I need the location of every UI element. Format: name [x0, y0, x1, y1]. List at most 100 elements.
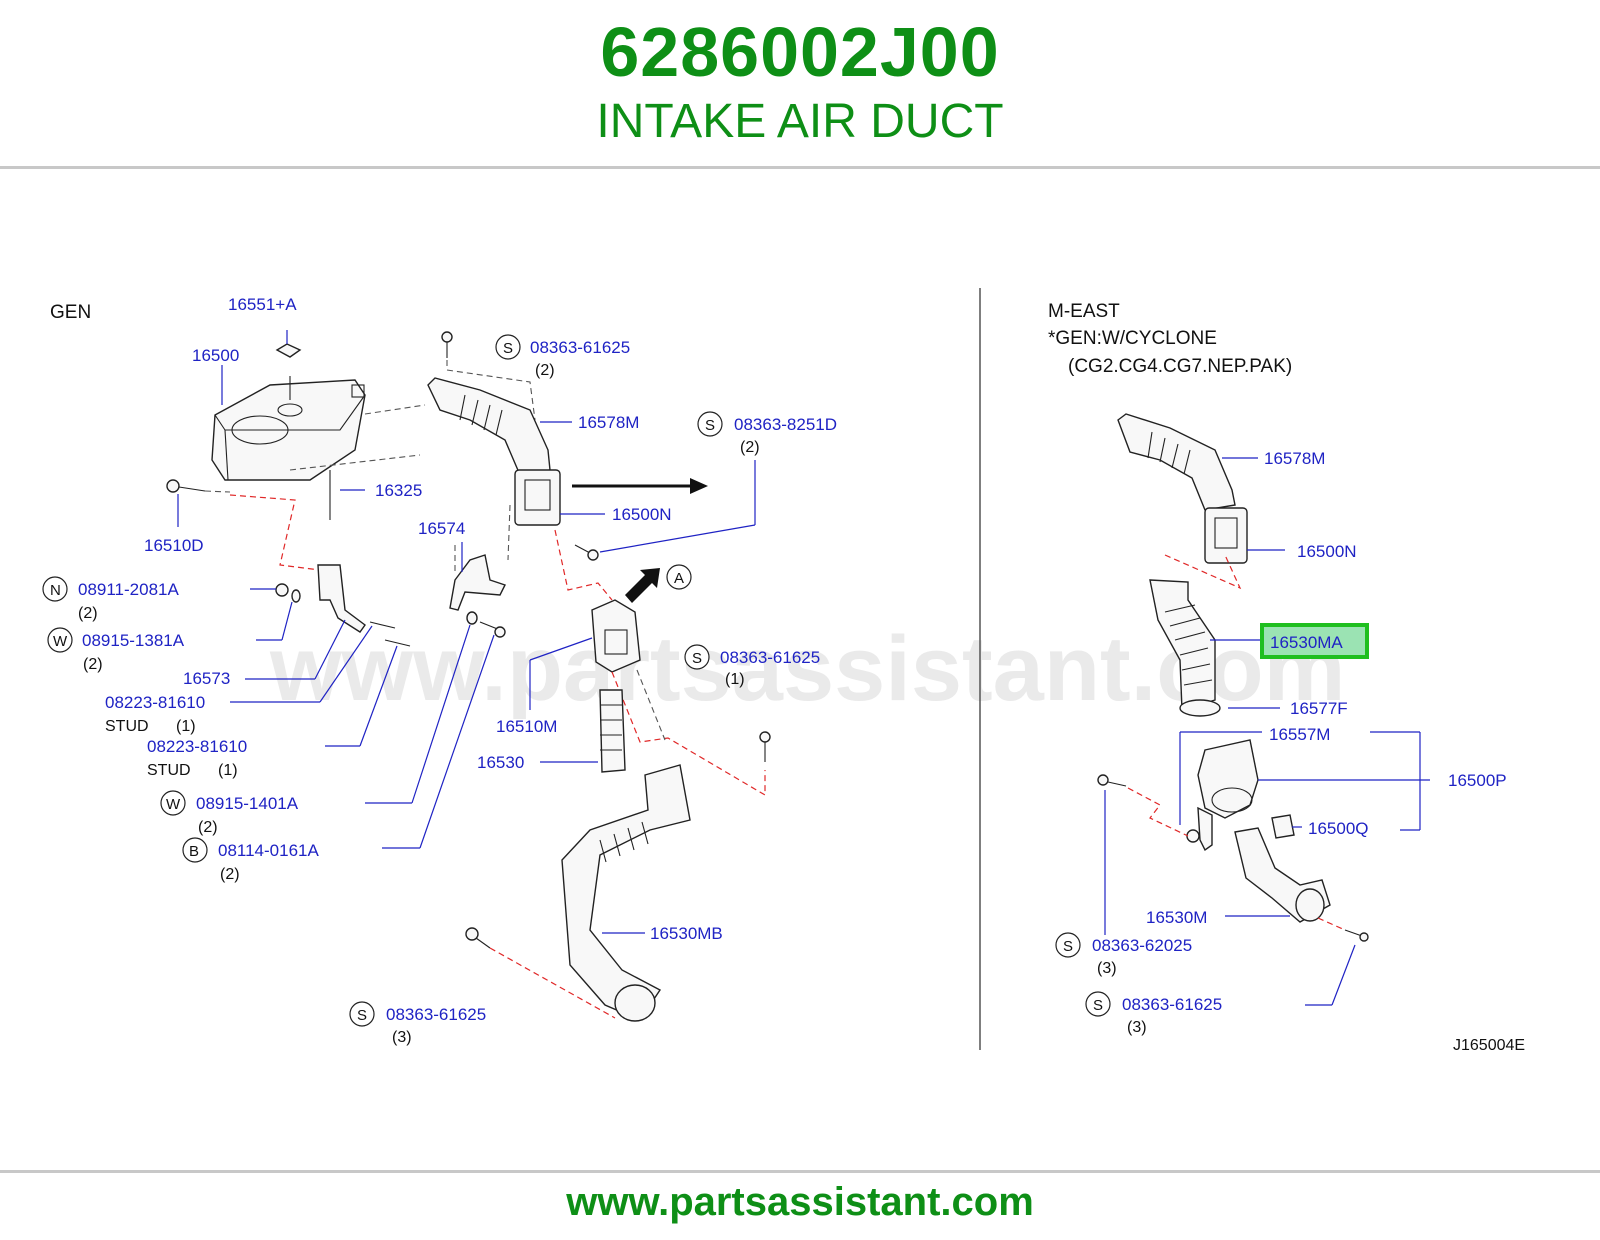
right-panel-title: M-EAST [1048, 301, 1120, 322]
dash-16510d [204, 490, 231, 493]
label-16530ma[interactable]: 16530MA [1270, 633, 1343, 652]
qty-s3: (1) [725, 671, 745, 688]
footer-website-link[interactable]: www.partsassistant.com [566, 1180, 1034, 1224]
label-16557m[interactable]: 16557M [1269, 725, 1330, 744]
symbol-s-1 [495, 334, 521, 360]
label-16500[interactable]: 16500 [192, 346, 239, 365]
bolt-part-08363-61625-top[interactable] [441, 331, 453, 358]
stud-text-a: STUD [105, 718, 149, 735]
label-s2-08363-8251d[interactable]: 08363-8251D [734, 415, 837, 434]
connector-part-16500n-right[interactable] [1204, 507, 1248, 564]
bracket-part-16574[interactable] [449, 554, 506, 611]
label-s6-08363-61625[interactable]: 08363-61625 [1122, 995, 1222, 1014]
right-panel: M-EAST *GEN:W/CYCLONE (CG2.CG4.CG7.NEP.P… [1048, 301, 1525, 1054]
label-16500q[interactable]: 16500Q [1308, 819, 1369, 838]
label-16530[interactable]: 16530 [477, 753, 524, 772]
symbol-b [182, 837, 208, 863]
red-dash-right-top [1164, 554, 1242, 590]
symbol-s-2-letter: S [705, 417, 715, 434]
label-16574[interactable]: 16574 [418, 519, 465, 538]
leader-s2-d [599, 524, 756, 553]
duct-part-16530mb[interactable] [561, 764, 691, 1022]
bolt-part-08363-61625-right[interactable] [1344, 929, 1369, 942]
leader-stud-b-v [359, 645, 398, 747]
duct-part-16578m-right[interactable] [1117, 413, 1236, 511]
bolt-part-08114-0161a[interactable] [479, 621, 506, 638]
label-16578m-right[interactable]: 16578M [1264, 449, 1325, 468]
symbol-w-1 [47, 627, 73, 653]
label-16500n-right[interactable]: 16500N [1297, 542, 1357, 561]
part-description-title: INTAKE AIR DUCT [596, 95, 1004, 148]
hose-part-16530ma[interactable] [1149, 579, 1216, 711]
bolt-part-08363-62025[interactable] [1097, 774, 1127, 787]
leader-16573-v [314, 619, 346, 680]
symbol-s-3-letter: S [692, 650, 702, 667]
qty-s1: (2) [535, 362, 555, 379]
bolt-part-16510d[interactable] [166, 479, 206, 493]
label-16325[interactable]: 16325 [375, 481, 422, 500]
label-16573[interactable]: 16573 [183, 669, 230, 688]
dash-bolt-duct [446, 360, 536, 421]
label-stud-08223-81610-b[interactable]: 08223-81610 [147, 737, 247, 756]
symbol-s-6 [1085, 991, 1111, 1017]
label-s3-08363-61625[interactable]: 08363-61625 [720, 648, 820, 667]
label-16530mb[interactable]: 16530MB [650, 924, 723, 943]
label-stud-08223-81610-a[interactable]: 08223-81610 [105, 693, 205, 712]
part-number-title: 6286002J00 [600, 13, 1000, 91]
cap-part-16500q[interactable] [1271, 814, 1295, 839]
left-panel-title: GEN [50, 302, 91, 323]
highlight-16530ma [1260, 623, 1369, 659]
label-16500n[interactable]: 16500N [612, 505, 672, 524]
qty-s2: (2) [740, 439, 760, 456]
dash-cleaner-duct [364, 404, 426, 415]
label-s1-08363-61625[interactable]: 08363-61625 [530, 338, 630, 357]
label-s5-08363-62025[interactable]: 08363-62025 [1092, 936, 1192, 955]
stud-part-08223-81610-a[interactable] [369, 621, 396, 629]
dash-duct-bracket [507, 504, 511, 561]
grommet-part-16551a[interactable] [275, 343, 302, 358]
label-08911-2081a[interactable]: 08911-2081A [78, 580, 179, 599]
qty-stud-a: (1) [176, 718, 196, 735]
symbol-s-4 [349, 1001, 375, 1027]
qty-08114-0161a: (2) [220, 866, 240, 883]
label-16510d[interactable]: 16510D [144, 536, 204, 555]
label-s4-08363-61625[interactable]: 08363-61625 [386, 1005, 486, 1024]
cyclone-part-16500p[interactable] [1197, 739, 1259, 819]
marker-a-letter: A [674, 570, 684, 587]
bolt-part-08363-61625-bottom[interactable] [465, 927, 491, 949]
label-16551a[interactable]: 16551+A [228, 295, 297, 314]
label-08915-1401a[interactable]: 08915-1401A [196, 794, 299, 813]
label-16577f[interactable]: 16577F [1290, 699, 1348, 718]
bracket-part-16573[interactable] [317, 564, 366, 633]
maf-sensor-part-16510m[interactable] [591, 599, 641, 673]
hose-part-16530[interactable] [599, 689, 626, 773]
leader-08915-1381a-v [281, 601, 293, 641]
washer-part-08915-1401a[interactable] [466, 611, 478, 625]
label-16530m[interactable]: 16530M [1146, 908, 1207, 927]
label-16578m[interactable]: 16578M [578, 413, 639, 432]
label-08915-1381a[interactable]: 08915-1381A [82, 631, 185, 650]
dash-maf-hose [636, 669, 666, 741]
washer-part-08915-1381a[interactable] [291, 589, 301, 603]
bolt-part-08363-61625-mid[interactable] [759, 731, 771, 762]
qty-08911-2081a: (2) [78, 605, 98, 622]
symbol-s-2 [697, 411, 723, 437]
leader-61625-right-d [1331, 944, 1356, 1006]
elbow-part-16530m[interactable] [1234, 827, 1331, 923]
bracket-part-16557m[interactable] [1186, 806, 1213, 852]
view-a-arrow [625, 568, 660, 603]
label-16510m[interactable]: 16510M [496, 717, 557, 736]
connector-part-16500n[interactable] [514, 469, 561, 526]
air-cleaner-part-16500[interactable] [211, 376, 366, 481]
stud-part-08223-81610-b[interactable] [384, 639, 411, 647]
page-header: 6286002J00 INTAKE AIR DUCT [0, 0, 1600, 170]
screw-part-08363-8251d[interactable] [574, 544, 599, 561]
symbol-s-1-letter: S [503, 340, 513, 357]
nut-part-08911-2081a[interactable] [275, 583, 289, 597]
label-16500p[interactable]: 16500P [1448, 771, 1507, 790]
clamp-part-16577f[interactable] [1179, 699, 1221, 717]
symbol-w-2-letter: W [166, 796, 181, 813]
header-divider [0, 166, 1600, 169]
label-08114-0161a[interactable]: 08114-0161A [218, 841, 319, 860]
